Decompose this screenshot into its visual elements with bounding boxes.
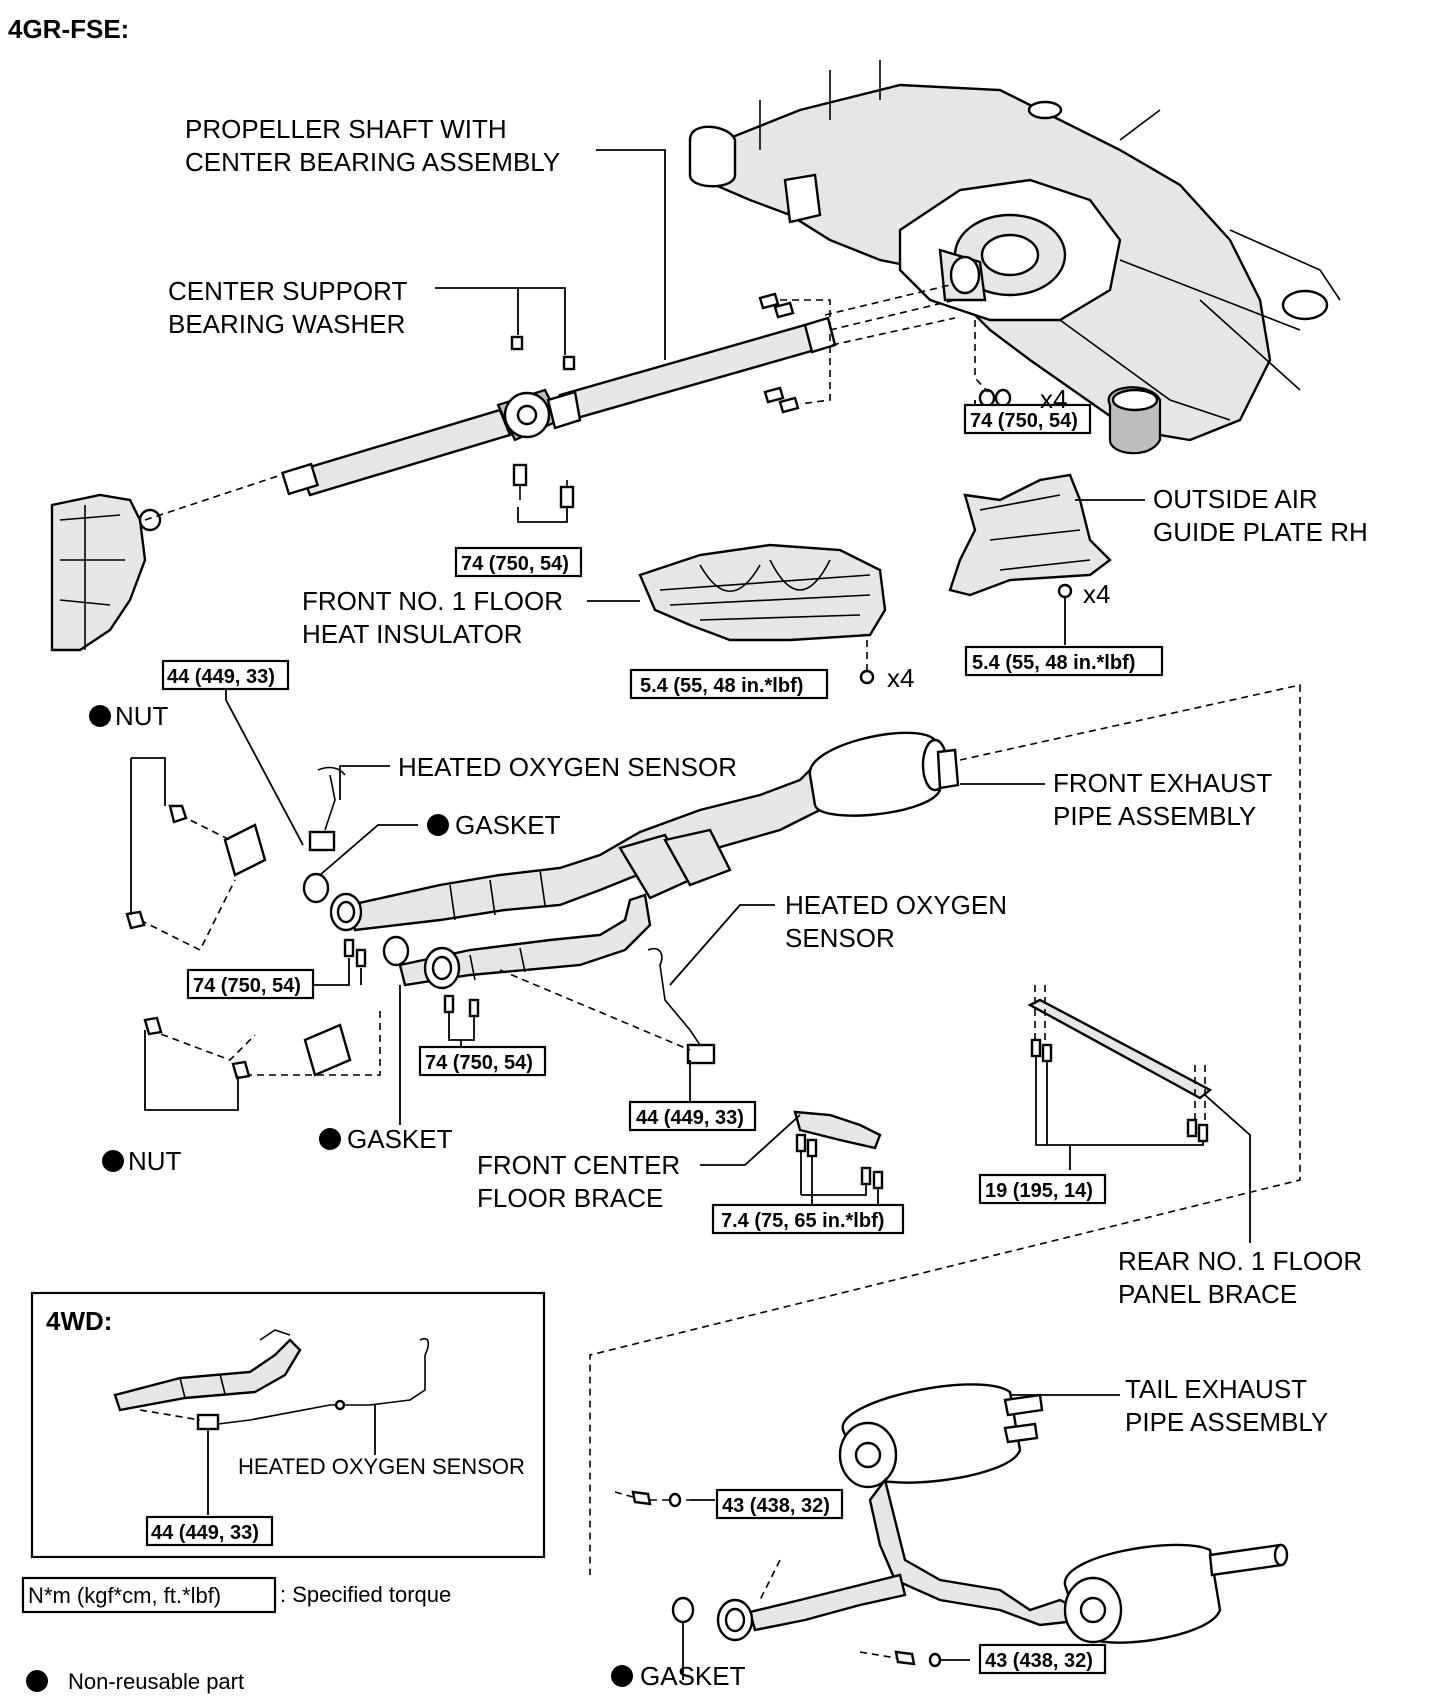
bolt-left <box>512 463 528 487</box>
label-tail-exhaust-2: PIPE ASSEMBLY <box>1125 1407 1328 1437</box>
inset-sensor-label: HEATED OXYGEN SENSOR <box>238 1454 525 1479</box>
torque-tail-lower: 43 (438, 32) <box>985 1650 1093 1672</box>
washer-left <box>510 335 524 351</box>
label-nut-bottom: NUT <box>128 1146 182 1176</box>
nonreusable-dot-nut-top <box>89 705 111 727</box>
qty-air-guide: x4 <box>1083 579 1110 609</box>
label-outside-air-2: GUIDE PLATE RH <box>1153 517 1368 547</box>
nonreusable-dot-gasket-mid <box>319 1128 341 1150</box>
bolt-right <box>559 485 575 509</box>
legend-nonreusable-dot <box>26 1670 48 1692</box>
rear-floor-panel-brace <box>1027 985 1213 1170</box>
4wd-inset-box <box>30 1291 546 1559</box>
nonreusable-dot-nut-bottom <box>102 1150 124 1172</box>
label-front-exhaust-1: FRONT EXHAUST <box>1053 768 1272 798</box>
qty-prop-bolts: x4 <box>1040 384 1067 414</box>
label-gasket-mid: GASKET <box>347 1124 453 1154</box>
outside-air-guide-plate <box>948 473 1112 599</box>
label-floor-insulator-1: FRONT NO. 1 FLOOR <box>302 586 563 616</box>
legend-torque-desc: : Specified torque <box>280 1582 451 1607</box>
torque-rear-brace: 19 (195, 14) <box>985 1180 1093 1202</box>
transmission-case <box>50 493 162 652</box>
label-center-brace-1: FRONT CENTER <box>477 1150 680 1180</box>
label-rear-brace-1: REAR NO. 1 FLOOR <box>1118 1246 1362 1276</box>
heated-oxygen-sensor-upper <box>308 766 346 852</box>
exhaust-manifold-flanges <box>125 757 410 1111</box>
torque-4wd-o2: 44 (449, 33) <box>151 1522 259 1544</box>
legend-torque-unit: N*m (kgf*cm, ft.*lbf) <box>28 1583 221 1608</box>
tail-exhaust-pipe <box>614 1383 1289 1668</box>
inset-title: 4WD: <box>46 1306 112 1336</box>
label-floor-insulator-2: HEAT INSULATOR <box>302 619 523 649</box>
washer-right <box>562 355 576 371</box>
torque-flange-mid: 74 (750, 54) <box>425 1052 533 1074</box>
label-gasket-bottom: GASKET <box>640 1661 746 1691</box>
label-nut-top: NUT <box>115 701 169 731</box>
qty-insulator: x4 <box>887 663 914 693</box>
label-heated-o2-1: HEATED OXYGEN SENSOR <box>398 752 737 782</box>
torque-tail-upper: 43 (438, 32) <box>722 1495 830 1517</box>
engine-title: 4GR-FSE: <box>8 14 129 44</box>
label-center-support-2: BEARING WASHER <box>168 309 405 339</box>
torque-o2-upper: 44 (449, 33) <box>167 666 275 688</box>
label-heated-o2-2b: SENSOR <box>785 923 895 953</box>
front-exhaust-pipe <box>329 731 960 990</box>
label-front-exhaust-2: PIPE ASSEMBLY <box>1053 801 1256 831</box>
heated-oxygen-sensor-lower <box>647 947 716 1065</box>
torque-o2-lower: 44 (449, 33) <box>636 1107 744 1129</box>
legend-nonreusable: Non-reusable part <box>68 1669 244 1694</box>
legend-torque-box <box>21 1576 277 1614</box>
label-gasket-top: GASKET <box>455 810 561 840</box>
rear-suspension-member <box>688 60 1341 455</box>
torque-flange-left: 74 (750, 54) <box>193 975 301 997</box>
propeller-shaft <box>144 284 956 521</box>
label-propeller-shaft-1: PROPELLER SHAFT WITH <box>185 114 507 144</box>
prop-shaft-fasteners <box>510 292 1012 509</box>
front-center-floor-brace <box>793 1110 884 1205</box>
nonreusable-dot-gasket-top <box>427 814 449 836</box>
label-outside-air-1: OUTSIDE AIR <box>1153 484 1318 514</box>
4wd-inset-drawing <box>113 1329 430 1431</box>
torque-center-brace: 7.4 (75, 65 in.*lbf) <box>721 1210 884 1232</box>
front-floor-heat-insulator <box>638 543 887 685</box>
label-tail-exhaust-1: TAIL EXHAUST <box>1125 1374 1307 1404</box>
nonreusable-dot-gasket-bottom <box>611 1665 633 1687</box>
torque-insulator: 5.4 (55, 48 in.*lbf) <box>640 675 803 697</box>
label-center-brace-2: FLOOR BRACE <box>477 1183 663 1213</box>
torque-prop-rear: 74 (750, 54) <box>970 410 1078 432</box>
torque-air-guide: 5.4 (55, 48 in.*lbf) <box>972 652 1135 674</box>
label-heated-o2-2a: HEATED OXYGEN <box>785 890 1007 920</box>
torque-prop-center: 74 (750, 54) <box>461 553 569 575</box>
label-rear-brace-2: PANEL BRACE <box>1118 1279 1297 1309</box>
label-propeller-shaft-2: CENTER BEARING ASSEMBLY <box>185 147 560 177</box>
label-center-support-1: CENTER SUPPORT <box>168 276 407 306</box>
